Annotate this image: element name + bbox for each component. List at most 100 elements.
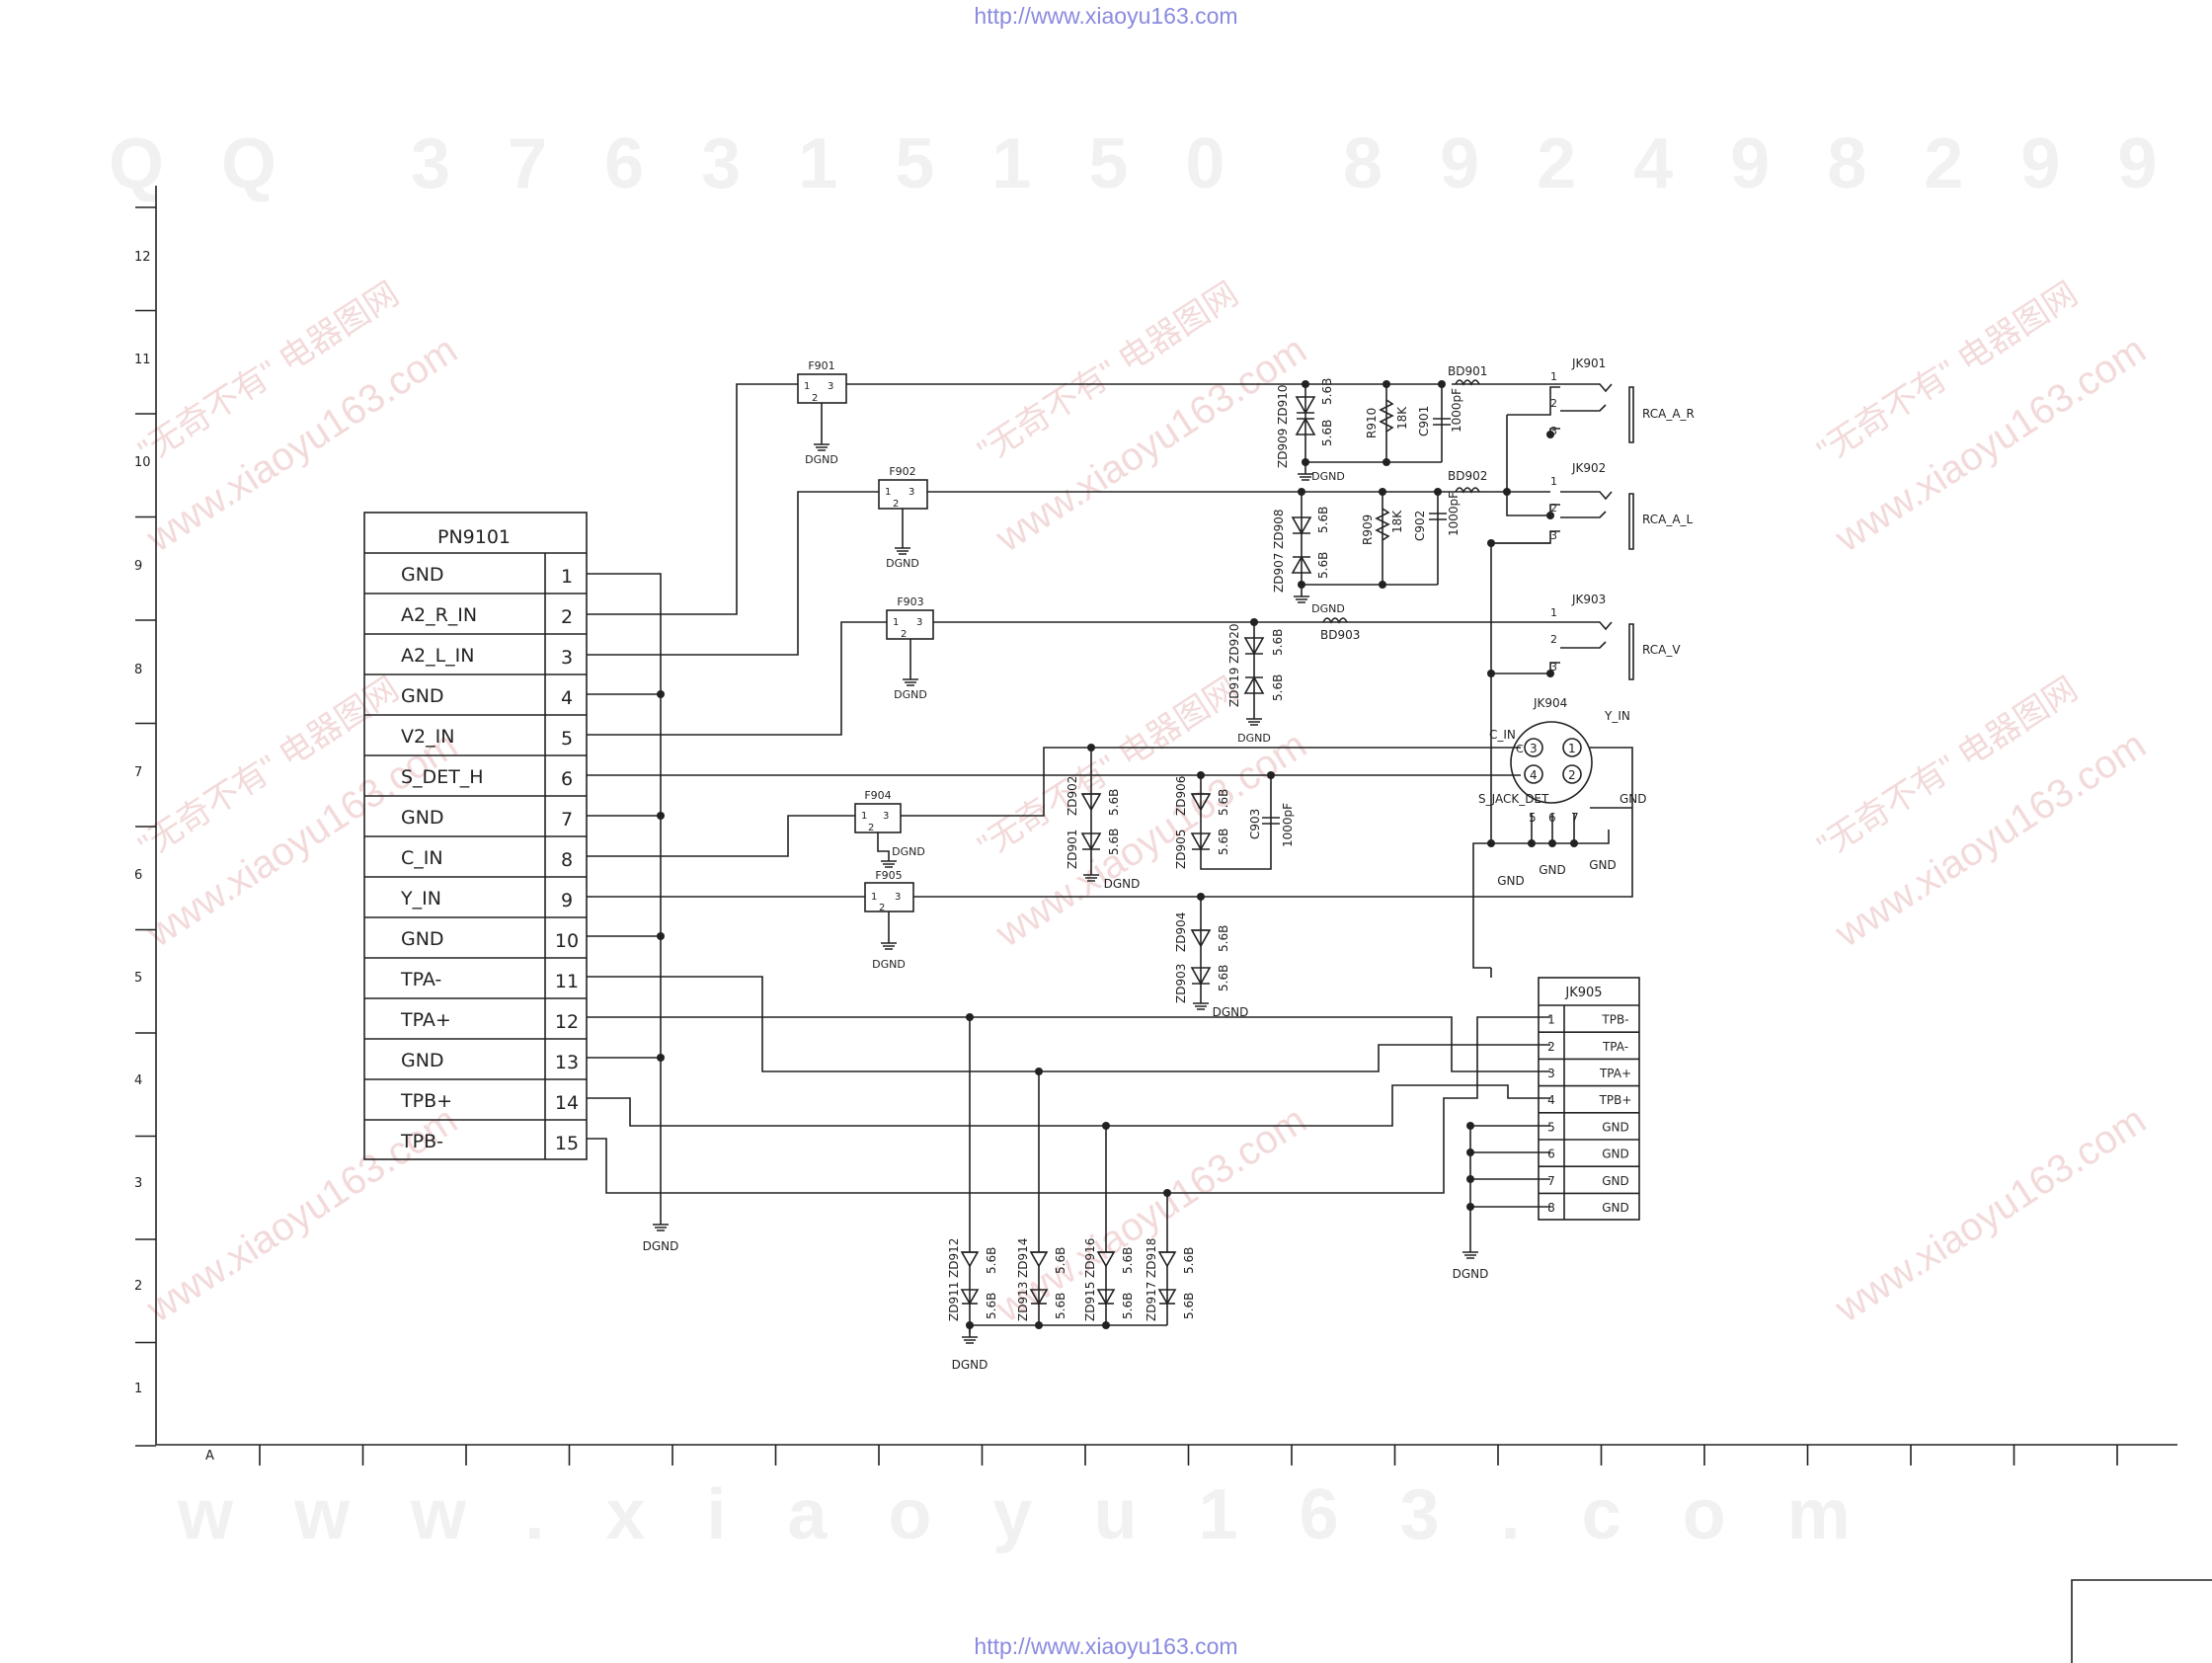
- jk904-gnd-label: GND: [1620, 792, 1647, 806]
- junction-dots: [657, 380, 1578, 1329]
- dgnd-main: DGND: [643, 1224, 678, 1253]
- jk904-pin7: 7: [1571, 811, 1579, 825]
- dgnd-jk905: DGND: [1453, 1251, 1488, 1281]
- junction-dot: [1570, 839, 1578, 847]
- zd906-ref: ZD906: [1174, 776, 1188, 816]
- zd909-zd910-value-b: 5.6B: [1320, 378, 1334, 405]
- f902-ref: F902: [889, 465, 915, 478]
- junction-dot: [657, 812, 665, 820]
- zd904-ref: ZD904: [1174, 912, 1188, 952]
- pn9101-pin-number: 13: [555, 1052, 579, 1073]
- jk901-pin2: 2: [1550, 397, 1557, 410]
- watermark-diag-f2: "无奇不有" 电器图网: [1811, 670, 2085, 865]
- v2-ground-label: DGND: [1237, 732, 1271, 745]
- zd911-value: 5.6B: [985, 1293, 998, 1319]
- pn9101-pin-name: V2_IN: [401, 726, 454, 748]
- bd902-ref: BD902: [1448, 469, 1487, 483]
- pn9101-pin-number: 5: [561, 728, 573, 750]
- r910-value: 18K: [1395, 406, 1409, 430]
- zd916-value: 5.6B: [1121, 1247, 1135, 1274]
- rca-jack-jk901: JK901 1 2 3 RCA_A_R: [1550, 356, 1695, 443]
- junction-dot: [1466, 1203, 1474, 1211]
- junction-dot: [1487, 539, 1495, 547]
- jk904-gnd-1: GND: [1497, 874, 1525, 888]
- junction-dot: [1163, 1189, 1171, 1197]
- zd914-ref: ZD914: [1016, 1238, 1030, 1278]
- header-watermark-url: http://www.xiaoyu163.com: [974, 3, 1238, 29]
- pn9101-pin-name: TPB+: [400, 1090, 452, 1112]
- zd907-zd908-value-b: 5.6B: [1316, 552, 1330, 579]
- zd909-zd910-ref: ZD909 ZD910: [1276, 384, 1290, 468]
- f905-pin3: 3: [895, 892, 901, 903]
- zd913-value: 5.6B: [1054, 1293, 1067, 1319]
- zd907-zd908-ref: ZD907 ZD908: [1272, 509, 1286, 593]
- f903-pin1: 1: [893, 617, 899, 628]
- jk905-pin-name: TPB-: [1601, 1013, 1628, 1027]
- pn9101-pin-name: A2_L_IN: [401, 645, 475, 667]
- jk904-pin1: 1: [1568, 742, 1576, 755]
- c903-ref: C903: [1248, 809, 1262, 839]
- pn9101-pin-number: 9: [561, 890, 573, 911]
- f902-ground-label: DGND: [886, 557, 919, 570]
- f905-pin1: 1: [871, 892, 877, 903]
- jk903-pin3: 3: [1550, 661, 1557, 673]
- zd917-ref: ZD917: [1145, 1282, 1158, 1321]
- junction-dot: [1546, 431, 1554, 438]
- bd901-ref: BD901: [1448, 364, 1487, 378]
- grid-row-6: 6: [134, 868, 142, 883]
- junction-dot: [1466, 1175, 1474, 1183]
- pn9101-pin-number: 8: [561, 849, 573, 871]
- jk904-pin5: 5: [1529, 811, 1537, 825]
- c902-value: 1000pF: [1447, 492, 1461, 536]
- junction-dot: [657, 1054, 665, 1062]
- pn9101-pin-name: GND: [401, 928, 444, 950]
- junction-dot: [657, 932, 665, 940]
- watermark-diag-i1: www.xiaoyu163.com: [1827, 1098, 2154, 1331]
- junction-dot: [1487, 670, 1495, 677]
- f902-pin1: 1: [885, 487, 891, 498]
- zd907-zd908-value: 5.6B: [1316, 507, 1330, 533]
- jk904-pin4: 4: [1530, 768, 1538, 782]
- jk904-jack-det-label: S_JACK_DET: [1478, 792, 1549, 806]
- rca-jack-jk903: JK903 1 2 3 RCA_V: [1550, 593, 1681, 680]
- f905-ref: F905: [875, 869, 902, 882]
- grid-row-9: 9: [134, 559, 142, 574]
- jk904-ref: JK904: [1533, 696, 1567, 710]
- rca-jack-jk902: JK902 1 2 3 RCA_A_L: [1550, 461, 1694, 550]
- zd902-value: 5.6B: [1107, 789, 1121, 816]
- grid-column-label: A: [205, 1449, 214, 1464]
- watermark-qq: QQ 376315150: [109, 124, 1282, 203]
- zd919-zd920-value: 5.6B: [1271, 629, 1285, 656]
- jk905-pin-name: TPA-: [1602, 1040, 1628, 1054]
- jk905-ref: JK905: [1564, 986, 1602, 1000]
- jk905-pin-name: GND: [1602, 1174, 1629, 1188]
- pn9101-pin-name: TPA+: [400, 1009, 451, 1031]
- junction-dot: [657, 690, 665, 698]
- jk905-pin-number: 2: [1547, 1040, 1555, 1054]
- jk904-pin3: 3: [1530, 742, 1538, 755]
- junction-dot: [1487, 839, 1495, 847]
- wiring: [587, 383, 1633, 1333]
- pn9101-pin-number: 12: [555, 1011, 579, 1033]
- junction-dot: [1102, 1122, 1110, 1130]
- jk901-pin1: 1: [1550, 370, 1557, 383]
- f904-ground-label: DGND: [892, 845, 925, 858]
- pn9101-pin-name: TPA-: [400, 969, 441, 990]
- bd903-ref: BD903: [1320, 628, 1360, 642]
- filter-f904: F904 1 3 2 DGND: [854, 789, 925, 868]
- jk905-pin-name: GND: [1602, 1201, 1629, 1215]
- junction-dot: [1546, 670, 1554, 677]
- v2-protection: DGND ZD919 ZD920 5.6B 5.6B BD903: [1227, 617, 1360, 745]
- junction-dot: [1546, 512, 1554, 519]
- pn9101-pin-name: GND: [401, 564, 444, 586]
- a2l-protection: DGND ZD907 ZD908 5.6B 5.6B R909 18K C902…: [1272, 469, 1487, 615]
- a2r-ground-label: DGND: [1311, 470, 1345, 483]
- grid-row-1: 1: [134, 1382, 142, 1396]
- zd905-ref: ZD905: [1174, 830, 1188, 869]
- zd901-value: 5.6B: [1107, 829, 1121, 855]
- pn9101-pin-number: 6: [561, 768, 573, 790]
- zd916-ref: ZD916: [1083, 1238, 1097, 1278]
- f901-ground-label: DGND: [805, 453, 838, 466]
- zd903-value: 5.6B: [1217, 965, 1230, 991]
